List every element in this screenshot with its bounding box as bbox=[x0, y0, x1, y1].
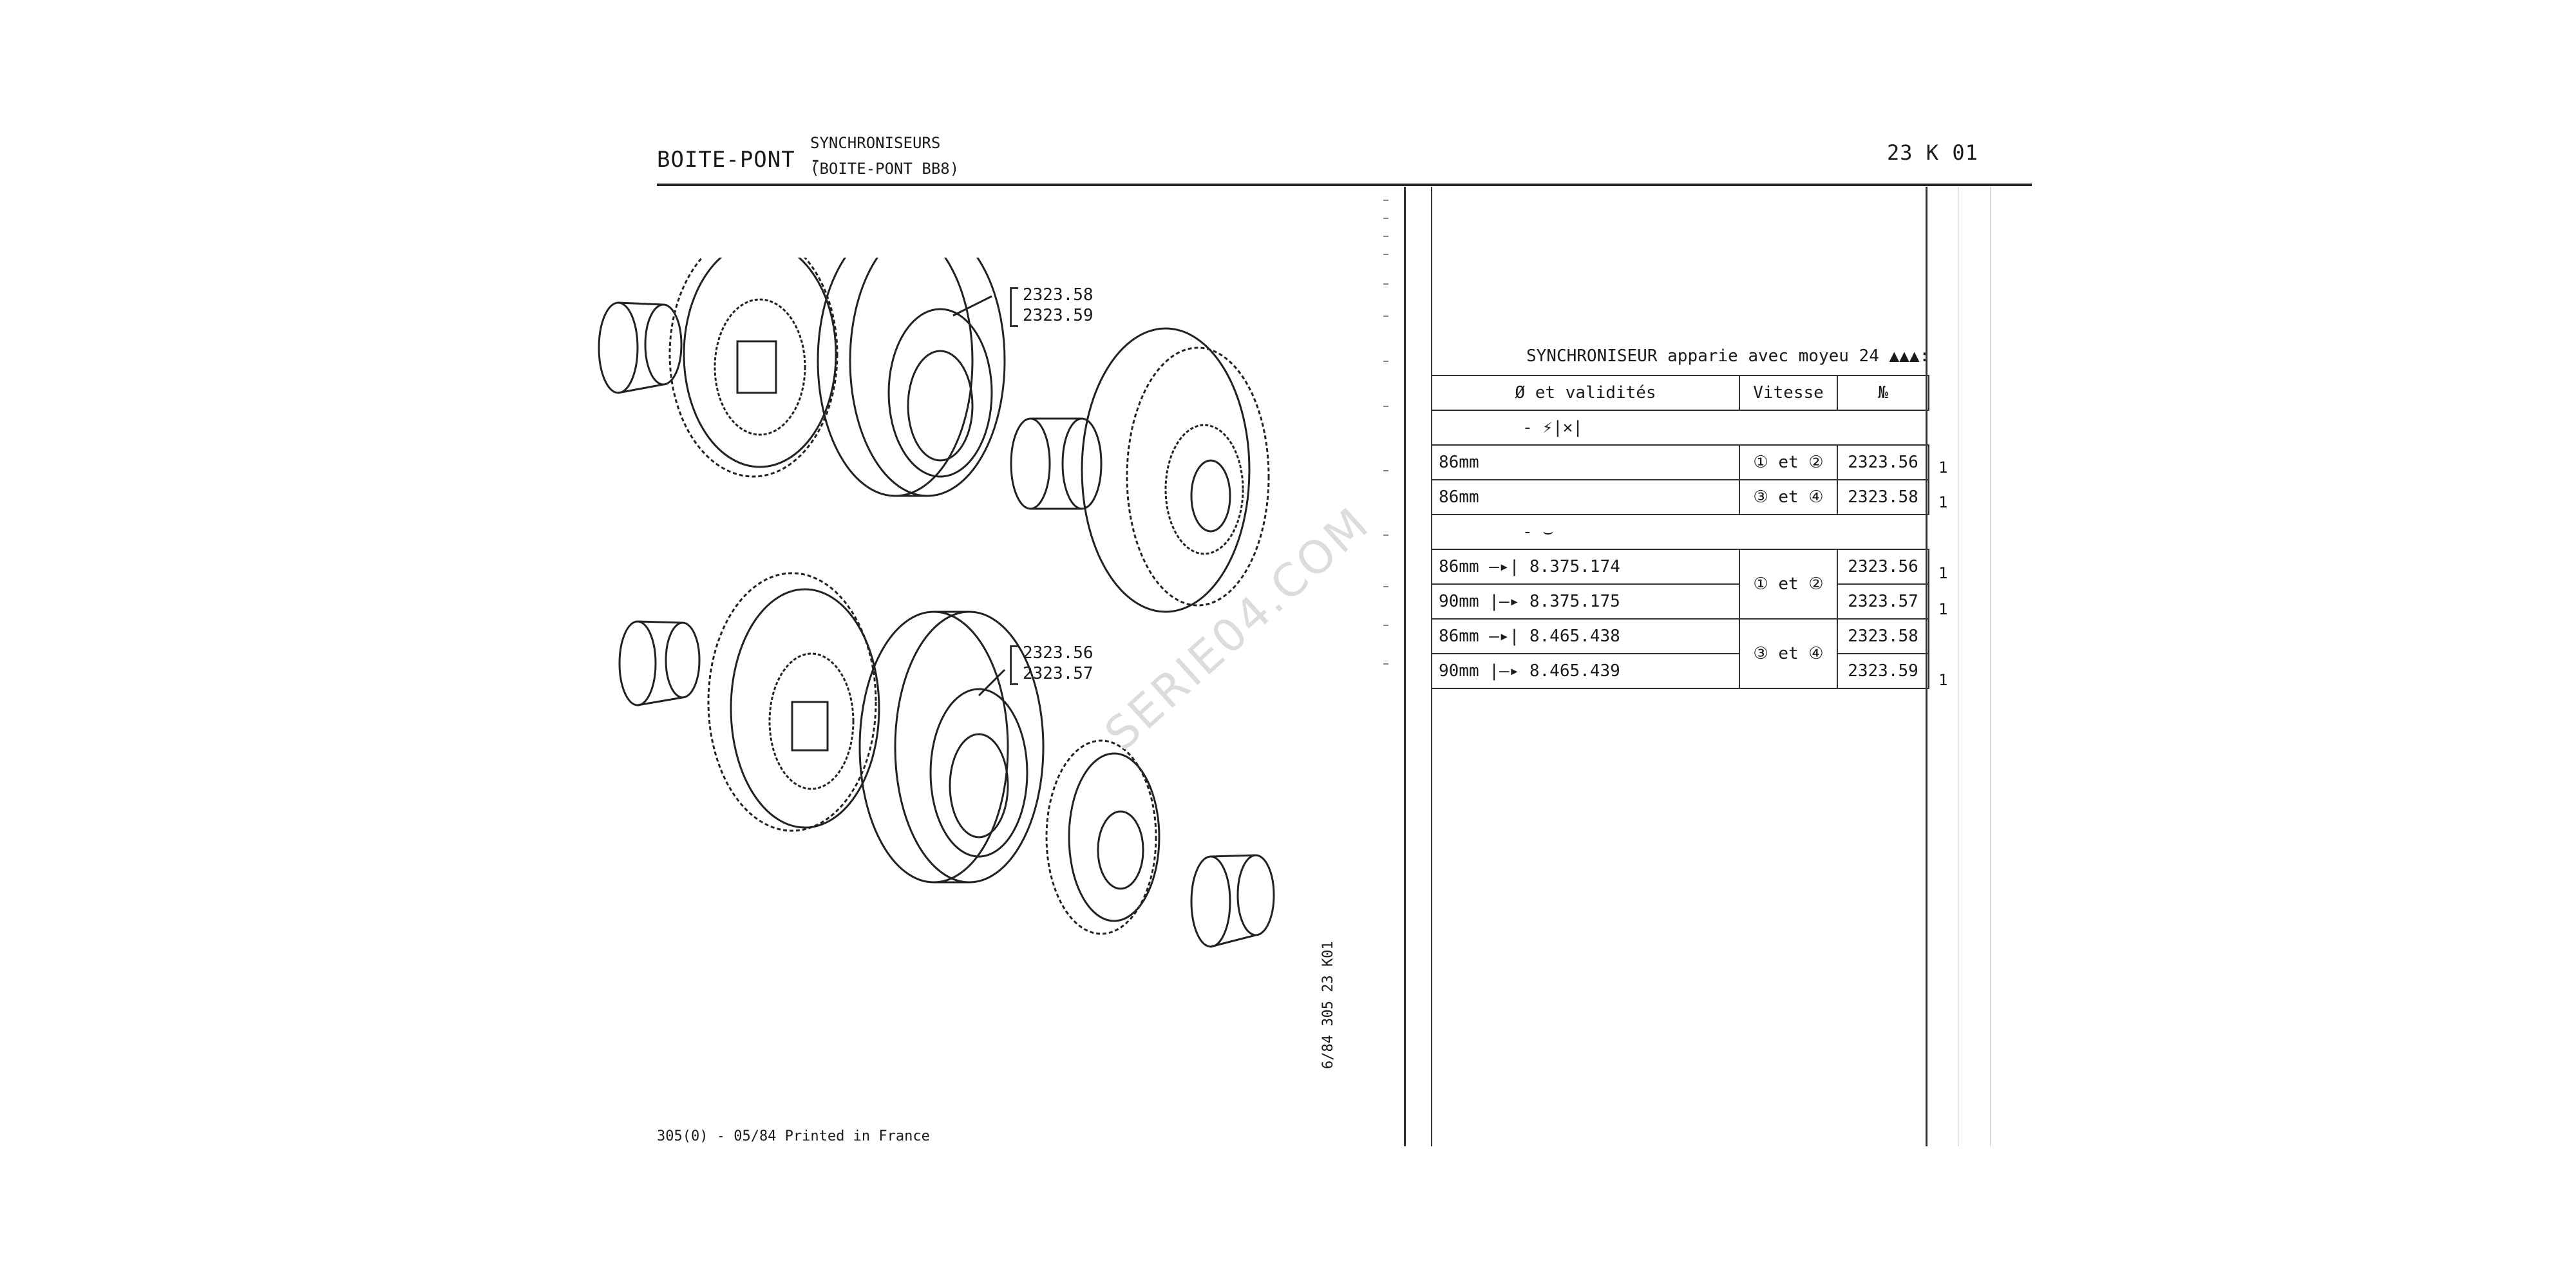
row-description: 90mm |—▸ 8.375.175 bbox=[1431, 583, 1740, 620]
divider-left bbox=[1404, 187, 1406, 1146]
row-description: 86mm —▸| 8.375.174 bbox=[1431, 549, 1740, 585]
footer-print-note: 305(0) - 05/84 Printed in France bbox=[657, 1128, 930, 1144]
tick bbox=[1383, 254, 1388, 255]
table-header-row: Ø et validités Vitesse № bbox=[1431, 375, 1929, 411]
row-quantity: 1 bbox=[1938, 564, 1948, 582]
table-row: 90mm |—▸ 8.375.175 2323.57 bbox=[1431, 583, 1929, 620]
section-label: - ⌣ bbox=[1431, 514, 1929, 550]
row-part-number: 2323.57 bbox=[1837, 583, 1929, 620]
tick bbox=[1383, 535, 1388, 536]
page-reference: 23 K 01 bbox=[1887, 140, 1978, 165]
tick bbox=[1383, 406, 1388, 407]
header-rule bbox=[657, 184, 2032, 186]
row-description: 86mm bbox=[1431, 479, 1740, 515]
header-number: № bbox=[1837, 375, 1929, 411]
lower-callout-part: 2323.57 bbox=[1023, 664, 1094, 683]
table-row: 86mm —▸| 8.375.174 ① et ② 2323.56 bbox=[1431, 549, 1929, 620]
ruler-ticks bbox=[1383, 200, 1394, 689]
row-quantity: 1 bbox=[1938, 493, 1948, 511]
row-part-number: 2323.56 bbox=[1837, 549, 1929, 585]
lower-callout-part: 2323.56 bbox=[1023, 643, 1094, 663]
section-label: - ⚡|✕| bbox=[1431, 410, 1929, 446]
row-speed: ③ et ④ bbox=[1739, 479, 1838, 515]
page-subtitle-variant: (BOITE-PONT BB8) bbox=[810, 160, 960, 178]
table-row: 86mm —▸| 8.465.438 ③ et ④ 2323.58 bbox=[1431, 618, 1929, 689]
row-quantity: 1 bbox=[1938, 671, 1948, 689]
row-description: 86mm bbox=[1431, 444, 1740, 480]
upper-sleeve bbox=[598, 301, 683, 394]
table-row: 86mm ① et ② 2323.56 bbox=[1431, 444, 1929, 480]
row-part-number: 2323.58 bbox=[1837, 479, 1929, 515]
row-part-number: 2323.56 bbox=[1837, 444, 1929, 480]
lower-bushing bbox=[1190, 854, 1275, 948]
upper-callout-part: 2323.58 bbox=[1023, 285, 1094, 305]
upper-callout-part: 2323.59 bbox=[1023, 306, 1094, 325]
tick bbox=[1383, 218, 1388, 219]
upper-bushing bbox=[1010, 417, 1103, 510]
row-speed-merged: ① et ② bbox=[1739, 549, 1838, 620]
page-subtitle: SYNCHRONISEURS bbox=[810, 134, 941, 152]
tick bbox=[1383, 316, 1388, 317]
parts-table: Ø et validités Vitesse № - ⚡|✕| 86mm ① e… bbox=[1431, 375, 1929, 689]
tick bbox=[1383, 586, 1388, 587]
lower-gear-right bbox=[1045, 739, 1160, 935]
upper-gear-right bbox=[1081, 327, 1270, 613]
header-diameter: Ø et validités bbox=[1431, 375, 1740, 411]
table-row: 90mm |—▸ 8.465.439 2323.59 bbox=[1431, 653, 1929, 689]
table-caption: SYNCHRONISEUR apparie avec moyeu 24 ▲▲▲: bbox=[1526, 346, 1930, 366]
tick bbox=[1383, 625, 1388, 626]
lower-gear-left bbox=[707, 572, 880, 832]
upper-leader-line bbox=[952, 295, 992, 317]
tick bbox=[1383, 200, 1388, 201]
header-speed: Vitesse bbox=[1739, 375, 1838, 411]
tick bbox=[1383, 470, 1388, 471]
row-speed-merged: ③ et ④ bbox=[1739, 618, 1838, 689]
row-description: 90mm |—▸ 8.465.439 bbox=[1431, 653, 1740, 689]
tick bbox=[1383, 236, 1388, 237]
side-code: 6/84 305 23 K01 bbox=[1320, 941, 1336, 1069]
upper-gear-left bbox=[668, 258, 838, 478]
tick bbox=[1383, 361, 1388, 362]
row-quantity: 1 bbox=[1938, 600, 1948, 618]
lower-callout-bracket bbox=[1010, 645, 1018, 685]
table-section-row: - ⌣ bbox=[1431, 514, 1929, 550]
lower-leader-line bbox=[978, 668, 1006, 697]
upper-callout-bracket bbox=[1010, 287, 1018, 327]
upper-synchro-ring bbox=[817, 258, 1006, 497]
divider-faint-2 bbox=[1990, 187, 1991, 1146]
page-title: BOITE-PONT - bbox=[657, 147, 823, 173]
table-section-row: - ⚡|✕| bbox=[1431, 410, 1929, 446]
lower-synchro-ring bbox=[858, 611, 1045, 884]
synchronizer-diagram bbox=[598, 258, 1275, 948]
row-part-number: 2323.58 bbox=[1837, 618, 1929, 654]
lower-sleeve bbox=[618, 620, 701, 706]
table-row: 86mm ③ et ④ 2323.58 bbox=[1431, 479, 1929, 515]
tick bbox=[1383, 283, 1388, 285]
row-speed: ① et ② bbox=[1739, 444, 1838, 480]
tick bbox=[1383, 663, 1388, 665]
upper-callout: 2323.58 2323.59 bbox=[1023, 285, 1094, 326]
lower-callout: 2323.56 2323.57 bbox=[1023, 643, 1094, 684]
row-description: 86mm —▸| 8.465.438 bbox=[1431, 618, 1740, 654]
row-part-number: 2323.59 bbox=[1837, 653, 1929, 689]
row-quantity: 1 bbox=[1938, 459, 1948, 477]
